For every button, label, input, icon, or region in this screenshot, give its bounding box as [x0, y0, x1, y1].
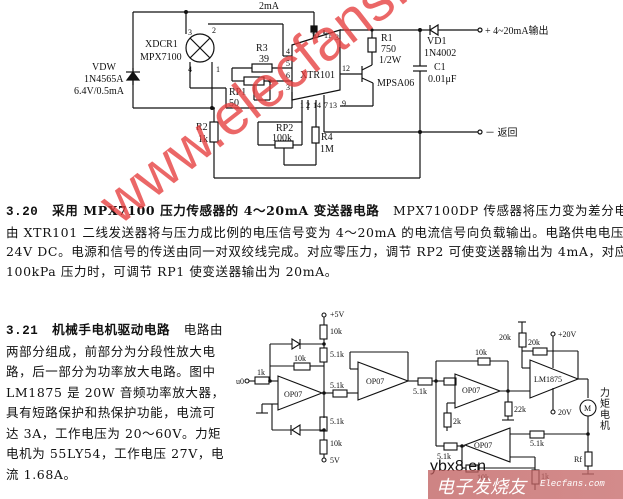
resistor-value: 5.1k	[330, 381, 344, 390]
resistor-value: 5.1k	[330, 350, 344, 359]
rp2-value: 100k	[272, 133, 292, 144]
r4-label: R4	[321, 132, 333, 143]
pin-label: 4	[188, 65, 192, 74]
input-label: u0	[236, 377, 244, 386]
watermark-banner: 电子发烧友 Elecfans.com	[428, 470, 623, 499]
section-title: 机械手电机驱动电路	[52, 322, 171, 337]
resistor-value: 10k	[330, 327, 342, 336]
r2-label: R2	[196, 122, 208, 133]
paragraph-line: 达 3A，工作电压为 20～60V。力矩	[6, 425, 222, 441]
r1-value: 750	[381, 44, 396, 55]
c1-value: 0.01μF	[428, 74, 457, 85]
supply-pos-label: +5V	[330, 310, 345, 319]
vd1-label: VD1	[427, 36, 446, 47]
pin-label: 5	[286, 59, 290, 68]
section-3-20-text: 3.20 采用 MPX7100 压力传感器的 4～20mA 变送器电路 MPX7…	[6, 201, 623, 281]
pin-label: 14	[313, 101, 321, 110]
section-3-20-heading-line: 3.20 采用 MPX7100 压力传感器的 4～20mA 变送器电路 MPX7…	[6, 201, 623, 223]
vdw-part: 1N4565A	[84, 74, 124, 85]
resistor-value: 1k	[257, 368, 265, 377]
rp1-value: 50	[229, 98, 239, 109]
supply-20-neg-label: 20V	[558, 408, 572, 417]
c1-label: C1	[434, 62, 446, 73]
paragraph-line: MPX7100DP 传感器将压力变为差分电压，再	[393, 203, 623, 218]
r3-label: R3	[256, 43, 268, 54]
pin-label: 9	[342, 99, 346, 108]
pin-label: 3	[335, 33, 339, 42]
xtr101-label: XTR101	[300, 70, 335, 81]
resistor-value: 10k	[294, 354, 306, 363]
pin-label: 4	[286, 47, 290, 56]
resistor-value: 2k	[453, 417, 461, 426]
pin-label: 2	[306, 101, 310, 110]
paragraph-line: 路，后一部分为功率放大电路。图中	[6, 364, 216, 379]
section-3-21-heading-line: 3.21 机械手电机驱动电路 电路由	[6, 320, 225, 342]
opamp-label: OP07	[284, 390, 302, 399]
pin-label: 11	[324, 31, 332, 40]
paragraph-line: LM1875 是 20W 音频功率放大器，	[6, 384, 225, 400]
paragraph-line: 流 1.68A。	[6, 466, 77, 482]
resistor-value: 10k	[475, 348, 487, 357]
resistor-value: 10k	[330, 439, 342, 448]
resistor-value: 5.1k	[530, 439, 544, 448]
rf-label: Rf	[574, 455, 582, 464]
pin-label: 1	[216, 65, 220, 74]
pin-label: 12	[342, 64, 350, 73]
xdcr1-part: MPX7100	[140, 52, 182, 63]
rp2-label: RP2	[276, 123, 293, 134]
circuit-schematic-3-20: 2mA VDW 1N4565A 6.4V/0.5mA XDCR1 MPX7100…	[74, 1, 549, 179]
opamp-label: OP07	[462, 386, 480, 395]
banner-cn-text: 电子发烧友	[436, 477, 526, 498]
paragraph-line: 电路由	[183, 322, 224, 337]
motor-icon: M	[584, 404, 591, 413]
supply-neg-label: 5V	[330, 456, 340, 465]
pin-label: 7	[324, 101, 328, 110]
power-amp-label: LM1875	[534, 375, 562, 384]
pin-label: 1	[300, 101, 304, 110]
output-minus-label: － 返回	[485, 127, 518, 139]
r3-value: 39	[259, 54, 269, 65]
paragraph-line: 电机为 55LY54，工作电压 27V，电	[6, 446, 225, 461]
resistor-value: 5.1k	[437, 452, 451, 461]
r1-label: R1	[381, 33, 393, 44]
supply-20-pos-label: +20V	[558, 330, 577, 339]
current-label: 2mA	[259, 1, 280, 12]
vdw-rating: 6.4V/0.5mA	[74, 86, 125, 97]
transistor-label: MPSA06	[377, 78, 414, 89]
motor-label: 力矩电机	[600, 388, 610, 432]
rp1-label: RP1	[229, 87, 246, 98]
xdcr1-label: XDCR1	[145, 39, 178, 50]
section-number: 3.20	[6, 205, 39, 219]
pin-label: 10	[311, 31, 319, 40]
pin-label: 3	[286, 83, 290, 92]
section-3-21-text: 3.21 机械手电机驱动电路 电路由 两部分组成，前部分为分段性放大电 路，后一…	[6, 320, 225, 485]
pin-label: 6	[286, 71, 290, 80]
resistor-value: 5.1k	[413, 387, 427, 396]
vdw-label: VDW	[92, 62, 116, 73]
paragraph-line: 100kPa 压力时，可调节 RP1 使变送器输出为 20mA。	[6, 263, 338, 279]
opamp-label: OP07	[366, 377, 384, 386]
section-number: 3.21	[6, 324, 39, 338]
r2-value: 1k	[198, 134, 208, 145]
output-plus-label: + 4~20mA输出	[485, 24, 549, 37]
resistor-value: 22k	[514, 405, 526, 414]
figure-3-20-circuit: 2mA VDW 1N4565A 6.4V/0.5mA XDCR1 MPX7100…	[0, 0, 623, 190]
paragraph-line: 24V DC。电源和信号的传送由同一对双绞线完成。对应零压力，调节 RP2 可使…	[6, 244, 623, 259]
banner-en-text: Elecfans.com	[540, 479, 605, 489]
resistor-value: 20k	[499, 333, 511, 342]
resistor-value: 5.1k	[330, 417, 344, 426]
pin-label: 2	[212, 26, 216, 35]
resistor-value: 20k	[528, 338, 540, 347]
paragraph-line: 具有短路保护和热保护功能，电流可	[6, 405, 216, 420]
paragraph-line: 两部分组成，前部分为分段性放大电	[6, 343, 216, 359]
opamp-label: OP07	[474, 441, 492, 450]
vd1-part: 1N4002	[424, 48, 456, 59]
paragraph-line: 由 XTR101 二线发送器将与压力成比例的电压信号变为 4～20mA 的电流信…	[6, 224, 623, 240]
section-title: 采用 MPX7100 压力传感器的 4～20mA 变送器电路	[52, 203, 380, 218]
pin-label: 13	[329, 101, 337, 110]
pin-label: 3	[188, 28, 192, 37]
r1-rating: 1/2W	[379, 55, 402, 66]
r4-value: 1M	[320, 144, 334, 155]
